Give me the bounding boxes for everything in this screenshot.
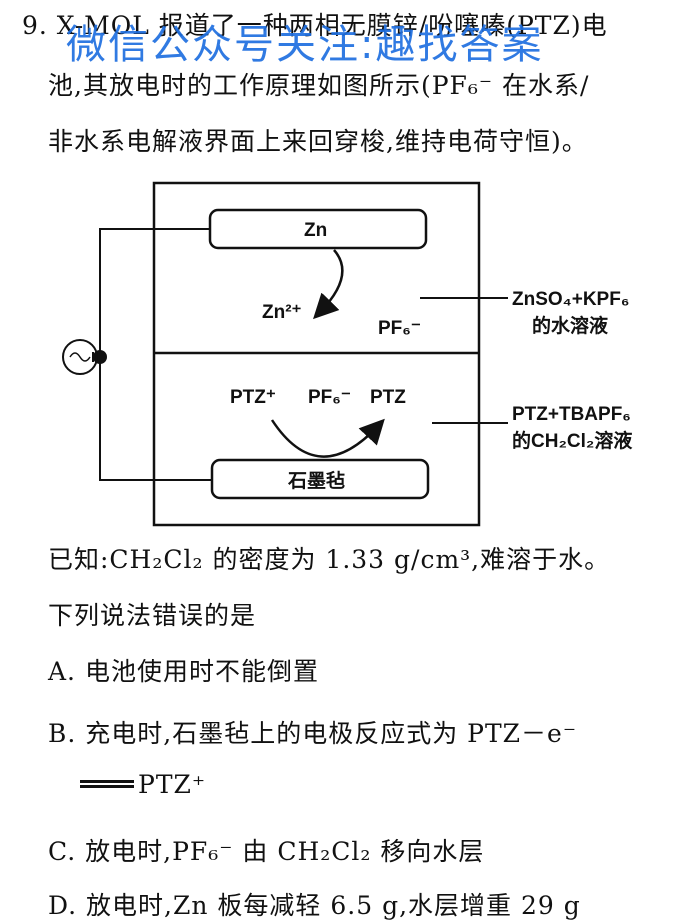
zn-ion-label: Zn²⁺ bbox=[262, 302, 302, 323]
option-c[interactable]: C. 放电时,PF₆⁻ 由 CH₂Cl₂ 移向水层 bbox=[48, 837, 485, 866]
pf6-upper-label: PF₆⁻ bbox=[378, 318, 421, 339]
aqueous-solution-label-1: ZnSO₄+KPF₆ bbox=[512, 289, 629, 310]
external-wire bbox=[99, 228, 212, 481]
aqueous-solution-label-2: 的水溶液 bbox=[532, 314, 609, 337]
ptz-label: PTZ bbox=[370, 387, 406, 408]
known-condition: 已知:CH₂Cl₂ 的密度为 1.33 g/cm³,难溶于水。 bbox=[48, 545, 611, 574]
zn-electrode-label: Zn bbox=[304, 220, 327, 241]
wire-junction bbox=[93, 350, 107, 364]
option-b-product: PTZ⁺ bbox=[138, 770, 207, 799]
ptz-plus-label: PTZ⁺ bbox=[230, 387, 276, 408]
pf6-lower-label: PF₆⁻ bbox=[308, 387, 351, 408]
watermark: 微信公众号关注:趣找答案 bbox=[66, 22, 544, 68]
equals-symbol bbox=[80, 780, 134, 788]
option-d[interactable]: D. 放电时,Zn 板每减轻 6.5 g,水层增重 29 g bbox=[48, 891, 581, 920]
organic-solution-label-1: PTZ+TBAPF₆ bbox=[512, 404, 631, 425]
ptz-reduction-arrow bbox=[270, 418, 385, 458]
option-b[interactable]: B. 充电时,石墨毡上的电极反应式为 PTZ－e⁻ bbox=[48, 719, 578, 748]
battery-diagram: Zn Zn²⁺ PF₆⁻ PTZ⁺ PF₆⁻ PTZ 石墨毡 ZnSO₄+KPF… bbox=[62, 181, 633, 527]
option-a[interactable]: A. 电池使用时不能倒置 bbox=[48, 657, 319, 686]
question-line-1: 9. X-MOL 报道了一种两相无膜锌/吩噻嗪(PTZ)电 bbox=[22, 11, 608, 40]
zn-oxidation-arrow bbox=[313, 249, 344, 320]
question-prompt: 下列说法错误的是 bbox=[48, 601, 257, 630]
option-b-continuation: PTZ⁺ bbox=[80, 770, 206, 799]
bulb-icon bbox=[62, 339, 98, 375]
question-line-3: 非水系电解液界面上来回穿梭,维持电荷守恒)。 bbox=[48, 127, 588, 156]
graphite-felt-label: 石墨毡 bbox=[287, 469, 345, 492]
organic-solution-label-2: 的CH₂Cl₂溶液 bbox=[512, 429, 633, 452]
question-line-2: 池,其放电时的工作原理如图所示(PF₆⁻ 在水系/ bbox=[48, 71, 590, 100]
